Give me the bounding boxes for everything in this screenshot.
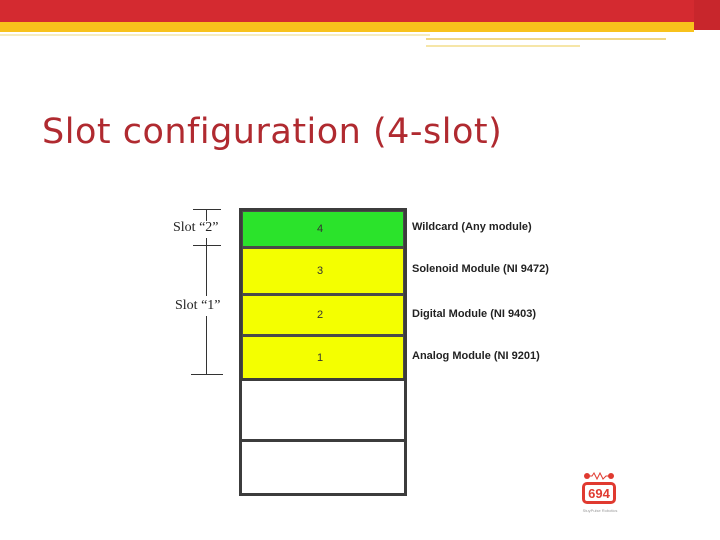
header-yellow-bar: [0, 22, 694, 32]
module-label-slot-1: Analog Module (NI 9201): [412, 350, 540, 362]
logo-number: 694: [588, 485, 610, 501]
logo-antenna-wire: [587, 471, 611, 481]
slot-2-number: 2: [316, 309, 324, 321]
bracket-top-tick: [193, 209, 221, 210]
slot-4: 4: [241, 210, 405, 248]
logo-badge: 694: [582, 482, 616, 504]
slot-1: 1: [241, 335, 405, 381]
slot-1-label: Slot “1”: [175, 298, 221, 313]
empty-slot: [239, 439, 407, 496]
slot-3: 3: [241, 247, 405, 295]
bracket-line: [206, 209, 207, 221]
slot-2-label: Slot “2”: [173, 220, 219, 235]
empty-slot: [239, 378, 407, 442]
slot-4-number: 4: [316, 223, 324, 235]
module-label-slot-3: Solenoid Module (NI 9472): [412, 263, 549, 275]
header-red-cap: [694, 0, 720, 30]
module-label-slot-4: Wildcard (Any module): [412, 221, 532, 233]
bracket-line: [206, 238, 207, 296]
robot-logo-icon: 694 StuyPulse Robotics: [580, 470, 620, 520]
header-accent-line: [426, 45, 580, 47]
header-red-bar: [0, 0, 720, 22]
page-title: Slot configuration (4-slot): [42, 112, 503, 152]
bracket-bottom-tick: [191, 374, 223, 375]
module-label-slot-2: Digital Module (NI 9403): [412, 308, 537, 320]
bracket-mid-tick: [193, 245, 221, 246]
slot-2: 2: [241, 294, 405, 336]
slot-3-number: 3: [316, 265, 324, 277]
header-accent-line: [0, 34, 430, 36]
header-accent-line: [426, 38, 666, 40]
bracket-line: [206, 316, 207, 374]
logo-caption: StuyPulse Robotics: [582, 508, 618, 513]
slot-1-number: 1: [316, 352, 324, 364]
